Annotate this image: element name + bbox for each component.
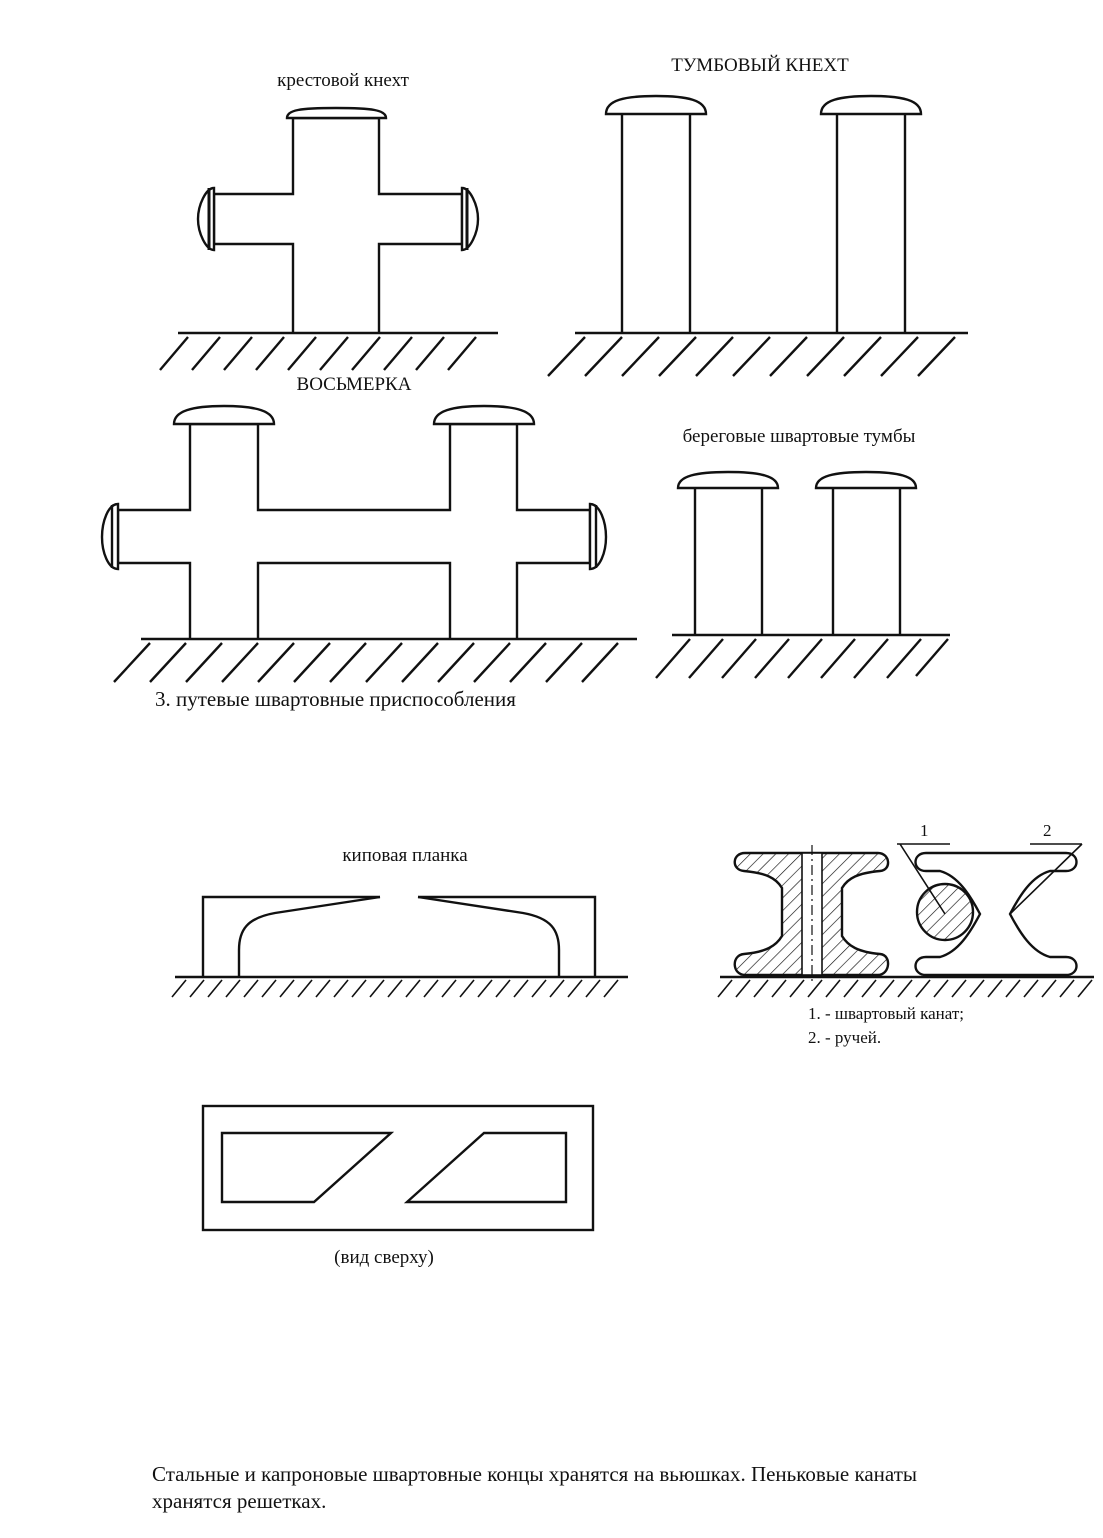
legend-item-1: 1. - швартовый канат; — [808, 1004, 965, 1023]
callout-2-label: 2 — [1043, 821, 1052, 840]
roller-section-drawing — [717, 843, 1094, 998]
fairlead-side-view — [171, 895, 628, 998]
legend-item-2: 2. - ручей. — [808, 1028, 882, 1047]
top-view-label: (вид сверху) — [334, 1247, 434, 1268]
bollard-bitt-label: ТУМБОВЫЙ КНЕХТ — [671, 55, 849, 76]
fairlead-label: киповая планка — [342, 845, 468, 866]
eight-bitt-label: ВОСЬМЕРКА — [296, 374, 412, 395]
cross-bitt-label: крестовой кнехт — [277, 70, 409, 91]
footer-paragraph-line-2: хранятся решетках. — [152, 1489, 327, 1513]
fairlead-top-view — [201, 1104, 595, 1232]
footer-paragraph-line-1: Стальные и капроновые швартовные концы х… — [152, 1462, 917, 1486]
shore-bollards-label: береговые швартовые тумбы — [682, 426, 916, 447]
cross-bitt-drawing — [159, 106, 498, 371]
bollard-bitt-drawing — [547, 94, 968, 377]
callout-1-label: 1 — [920, 821, 929, 840]
section-heading: 3. путевые швартовные приспособления — [155, 687, 516, 711]
shore-bollards-drawing — [655, 470, 950, 679]
eight-bitt-drawing — [100, 404, 637, 683]
